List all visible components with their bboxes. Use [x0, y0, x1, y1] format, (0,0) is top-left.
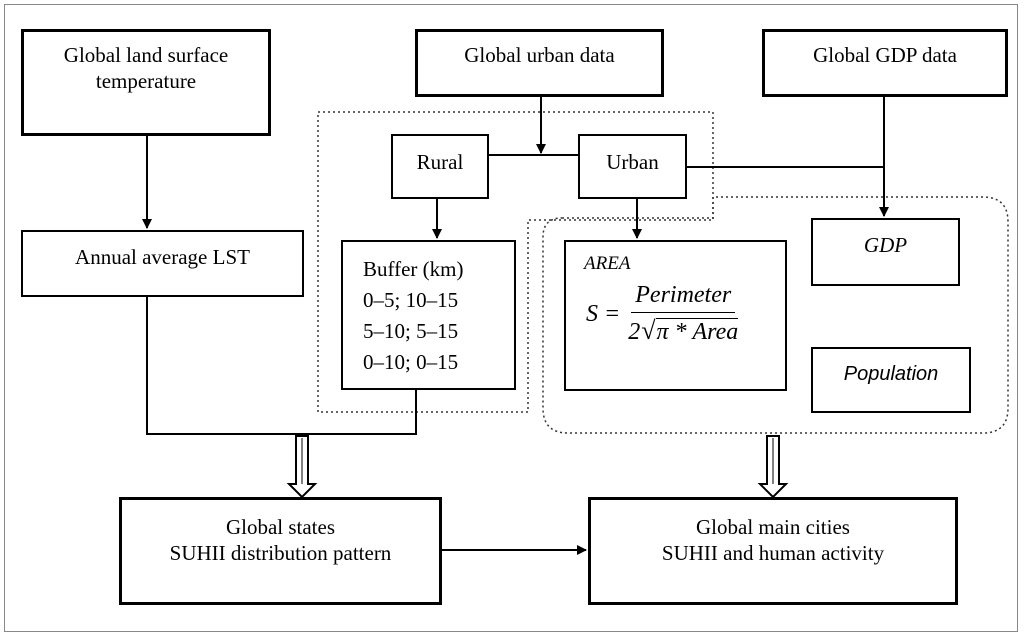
- urban-label: Urban: [606, 150, 659, 174]
- area-box: AREA S = Perimeter 2√π * Area: [564, 240, 787, 391]
- global-states-line1: Global states: [225, 515, 336, 539]
- global-lst-box: Global land surface temperature: [21, 29, 271, 136]
- global-main-cities-text: Global main cities SUHII and human activ…: [662, 514, 884, 567]
- sqrt-symbol: √: [641, 316, 656, 345]
- urban-indicators-dotted-group: [542, 196, 1009, 434]
- buffer-range-1: 0–5; 10–15: [363, 288, 459, 312]
- buffer-content: Buffer (km) 0–5; 10–15 5–10; 5–15 0–10; …: [363, 254, 464, 378]
- global-main-cities-line1: Global main cities: [696, 515, 850, 539]
- formula-denominator: 2√π * Area: [628, 313, 739, 348]
- formula-coef: 2: [628, 319, 641, 345]
- buffer-range-2: 5–10; 5–15: [363, 319, 459, 343]
- global-states-text: Global states SUHII distribution pattern: [170, 514, 392, 567]
- global-main-cities-line2: SUHII and human activity: [661, 541, 885, 566]
- gdp-box: GDP: [811, 218, 960, 286]
- gdp-label: GDP: [863, 233, 908, 257]
- annual-average-lst-label: Annual average LST: [75, 245, 250, 269]
- global-urban-data-box: Global urban data: [415, 29, 664, 97]
- area-label: AREA: [584, 253, 631, 274]
- formula-fraction: Perimeter 2√π * Area: [628, 280, 739, 348]
- population-box: Population: [811, 347, 971, 413]
- urban-box: Urban: [578, 134, 687, 199]
- formula-numerator: Perimeter: [631, 280, 736, 313]
- global-gdp-data-box: Global GDP data: [762, 29, 1008, 97]
- global-main-cities-box: Global main cities SUHII and human activ…: [588, 497, 958, 605]
- formula-radicand: π * Area: [656, 318, 739, 345]
- population-label: Population: [843, 362, 939, 385]
- global-gdp-data-label: Global GDP data: [813, 43, 957, 67]
- formula-lhs: S =: [586, 300, 621, 327]
- annual-average-lst-box: Annual average LST: [21, 230, 304, 297]
- rural-urban-dotted-group: [317, 111, 714, 413]
- rural-box: Rural: [391, 134, 489, 199]
- diagram-frame: [4, 4, 1018, 632]
- global-urban-data-label: Global urban data: [464, 43, 615, 67]
- global-states-line2: SUHII distribution pattern: [169, 541, 392, 566]
- global-lst-label: Global land surface temperature: [63, 43, 229, 94]
- global-states-box: Global states SUHII distribution pattern: [119, 497, 442, 605]
- buffer-title: Buffer (km): [363, 257, 464, 281]
- shape-index-formula: S = Perimeter 2√π * Area: [586, 280, 739, 348]
- buffer-box: Buffer (km) 0–5; 10–15 5–10; 5–15 0–10; …: [341, 240, 516, 390]
- rural-label: Rural: [416, 150, 464, 174]
- buffer-range-3: 0–10; 0–15: [363, 350, 459, 374]
- line-merge-to-states: [146, 296, 417, 435]
